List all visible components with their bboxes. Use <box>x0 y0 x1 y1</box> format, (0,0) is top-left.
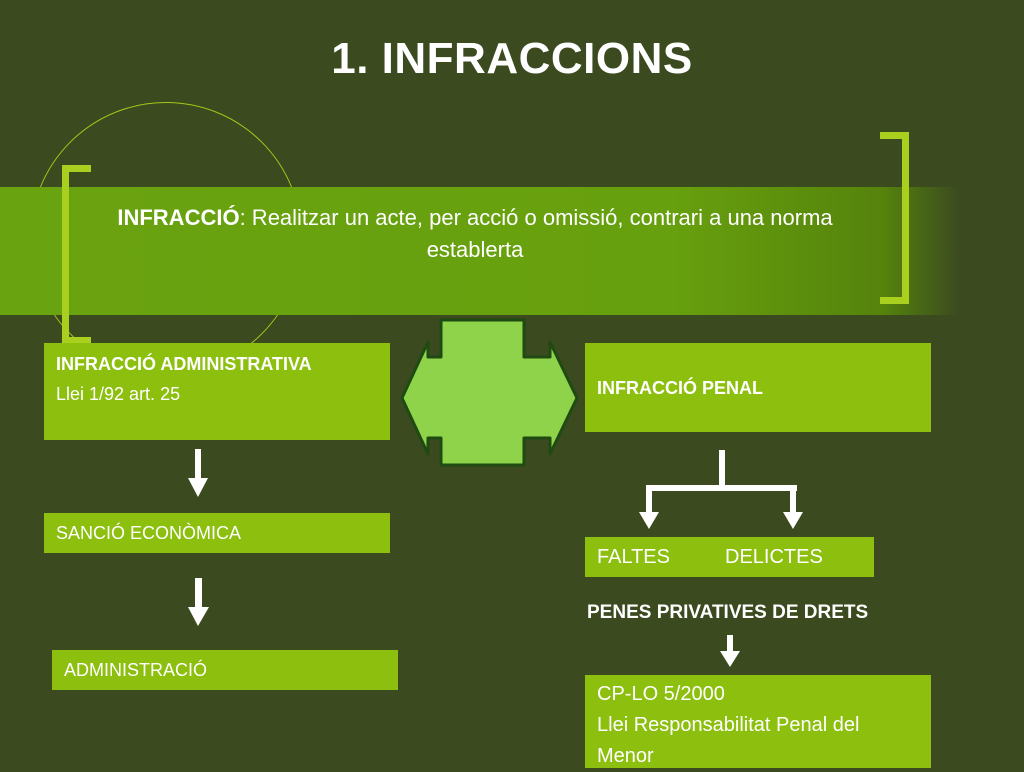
penes-label: PENES PRIVATIVES DE DRETS <box>587 602 869 623</box>
faltes-delictes-box: FALTES DELICTES <box>585 537 874 577</box>
definition-body: : Realitzar un acte, per acció o omissió… <box>239 205 833 262</box>
cp-law-box: CP-LO 5/2000 Llei Responsabilitat Penal … <box>585 675 931 768</box>
page-title: 1. INFRACCIONS <box>331 34 693 83</box>
arrow-down-icon <box>188 578 209 626</box>
administration-label: ADMINISTRACIÓ <box>64 660 208 680</box>
penal-infraction-box: INFRACCIÓ PENAL <box>585 343 931 432</box>
arrow-down-icon <box>720 635 740 667</box>
delictes-label: DELICTES <box>725 546 823 568</box>
left-bracket-decoration <box>62 165 91 344</box>
definition-term: INFRACCIÓ <box>117 205 240 230</box>
definition-text: INFRACCIÓ: Realitzar un acte, per acció … <box>90 202 860 266</box>
administration-box: ADMINISTRACIÓ <box>52 650 398 690</box>
definition-band <box>0 187 960 315</box>
admin-infraction-box: INFRACCIÓ ADMINISTRATIVA Llei 1/92 art. … <box>44 343 390 440</box>
arrow-down-icon <box>188 449 208 497</box>
faltes-label: FALTES <box>597 546 670 568</box>
admin-infraction-law: Llei 1/92 art. 25 <box>56 384 181 404</box>
right-bracket-decoration <box>880 132 909 304</box>
economic-sanction-box: SANCIÓ ECONÒMICA <box>44 513 390 553</box>
branch-arrow-icon <box>639 450 803 529</box>
economic-sanction-label: SANCIÓ ECONÒMICA <box>56 523 242 543</box>
admin-infraction-heading: INFRACCIÓ ADMINISTRATIVA <box>56 354 312 374</box>
penal-infraction-heading: INFRACCIÓ PENAL <box>597 378 763 398</box>
cp-law-line1: CP-LO 5/2000 <box>597 683 725 705</box>
double-arrow-cross-icon <box>400 318 579 467</box>
cp-law-line2: Llei Responsabilitat Penal del Menor <box>597 714 860 767</box>
